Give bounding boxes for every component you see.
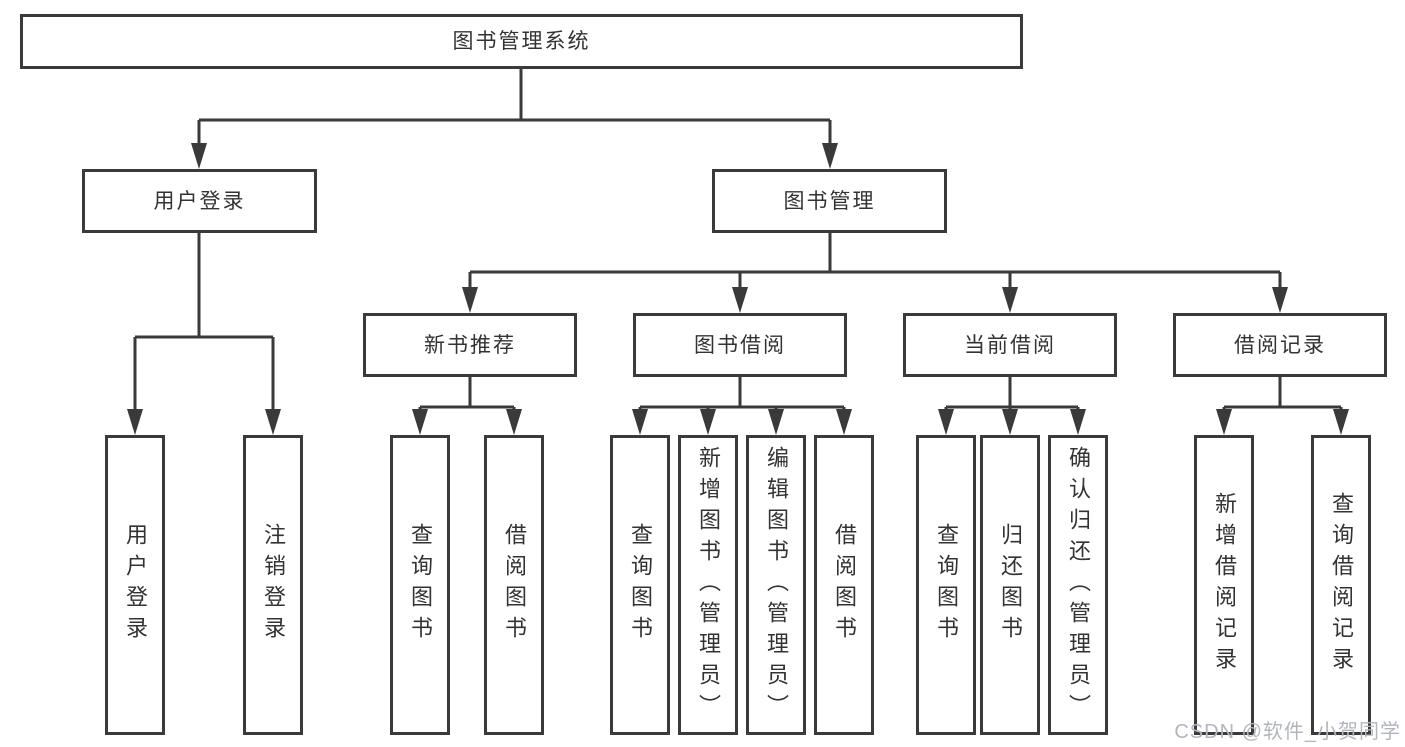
leaf-confirm-return-admin: 确认归还（管理员）	[1048, 435, 1108, 735]
watermark: CSDN @软件_小贺同学	[1174, 721, 1401, 743]
arrowhead-icon	[412, 409, 428, 435]
node-new-book-recommend: 新书推荐	[363, 313, 577, 377]
leaf-edit-book-admin: 编辑图书（管理员）	[746, 435, 806, 735]
arrowhead-icon	[836, 409, 852, 435]
leaf-query-borrow-record: 查询借阅记录	[1311, 435, 1371, 735]
arrowhead-icon	[462, 287, 478, 313]
arrowhead-icon	[1002, 409, 1018, 435]
edge-book-management-to-level3	[468, 231, 1282, 290]
leaf-user-login: 用户登录	[105, 435, 165, 735]
leaf-return-book: 归还图书	[980, 435, 1040, 735]
leaf-logout-label: 注销登录	[261, 523, 286, 647]
leaf-add-borrow-record: 新增借阅记录	[1194, 435, 1254, 735]
leaf-borrow-books-recommend: 借阅图书	[484, 435, 544, 735]
arrowhead-icon	[1216, 409, 1232, 435]
edge-root-to-level2	[197, 66, 832, 146]
node-borrow-records-label: 借阅记录	[1234, 333, 1326, 357]
arrowhead-icon	[1333, 409, 1349, 435]
arrowheads	[127, 143, 1349, 435]
leaf-query-books-recommend-label: 查询图书	[408, 523, 433, 647]
arrowhead-icon	[506, 409, 522, 435]
leaf-add-book-admin: 新增图书（管理员）	[678, 435, 738, 735]
node-new-book-recommend-label: 新书推荐	[424, 333, 516, 357]
leaf-query-books-borrow: 查询图书	[610, 435, 670, 735]
arrowhead-icon	[1272, 287, 1288, 313]
arrowhead-icon	[1002, 287, 1018, 313]
leaf-add-borrow-record-label: 新增借阅记录	[1212, 492, 1237, 678]
leaf-query-books-current: 查询图书	[916, 435, 976, 735]
edge-book-borrow-to-leaves	[638, 375, 846, 412]
node-book-management-label: 图书管理	[783, 189, 876, 213]
edge-borrow-records-to-leaves	[1222, 375, 1343, 412]
arrowhead-icon	[822, 143, 838, 169]
leaf-query-borrow-record-label: 查询借阅记录	[1329, 492, 1354, 678]
leaf-borrow-books-label: 借阅图书	[832, 523, 857, 647]
leaf-query-books-current-label: 查询图书	[934, 523, 959, 647]
leaf-user-login-label: 用户登录	[123, 523, 148, 647]
arrowhead-icon	[632, 409, 648, 435]
node-book-borrow: 图书借阅	[633, 313, 847, 377]
node-root-label: 图书管理系统	[452, 30, 591, 53]
leaf-borrow-books-recommend-label: 借阅图书	[502, 523, 527, 647]
arrowhead-icon	[938, 409, 954, 435]
leaf-add-book-admin-label: 新增图书（管理员）	[696, 445, 721, 725]
leaf-confirm-return-admin-label: 确认归还（管理员）	[1066, 445, 1091, 725]
leaf-logout: 注销登录	[243, 435, 303, 735]
arrowhead-icon	[768, 409, 784, 435]
edge-user-login-to-leaves	[133, 231, 275, 412]
leaf-return-book-label: 归还图书	[998, 523, 1023, 647]
arrowhead-icon	[265, 409, 281, 435]
node-current-borrow-label: 当前借阅	[964, 333, 1056, 357]
leaf-query-books-borrow-label: 查询图书	[628, 523, 653, 647]
node-book-management: 图书管理	[712, 169, 947, 233]
arrowhead-icon	[191, 143, 207, 169]
leaf-query-books-recommend: 查询图书	[390, 435, 450, 735]
leaf-edit-book-admin-label: 编辑图书（管理员）	[764, 445, 789, 725]
node-book-borrow-label: 图书借阅	[694, 333, 786, 357]
node-user-login-label: 用户登录	[153, 189, 246, 213]
node-current-borrow: 当前借阅	[903, 313, 1117, 377]
node-root: 图书管理系统	[20, 14, 1023, 69]
arrowhead-icon	[700, 409, 716, 435]
edge-new-book-recommend-to-leaves	[418, 375, 516, 412]
arrowhead-icon	[127, 409, 143, 435]
arrowhead-icon	[1070, 409, 1086, 435]
arrowhead-icon	[732, 287, 748, 313]
edge-current-borrow-to-leaves	[944, 375, 1080, 412]
leaf-borrow-books: 借阅图书	[814, 435, 874, 735]
node-user-login: 用户登录	[82, 169, 317, 233]
node-borrow-records: 借阅记录	[1173, 313, 1387, 377]
